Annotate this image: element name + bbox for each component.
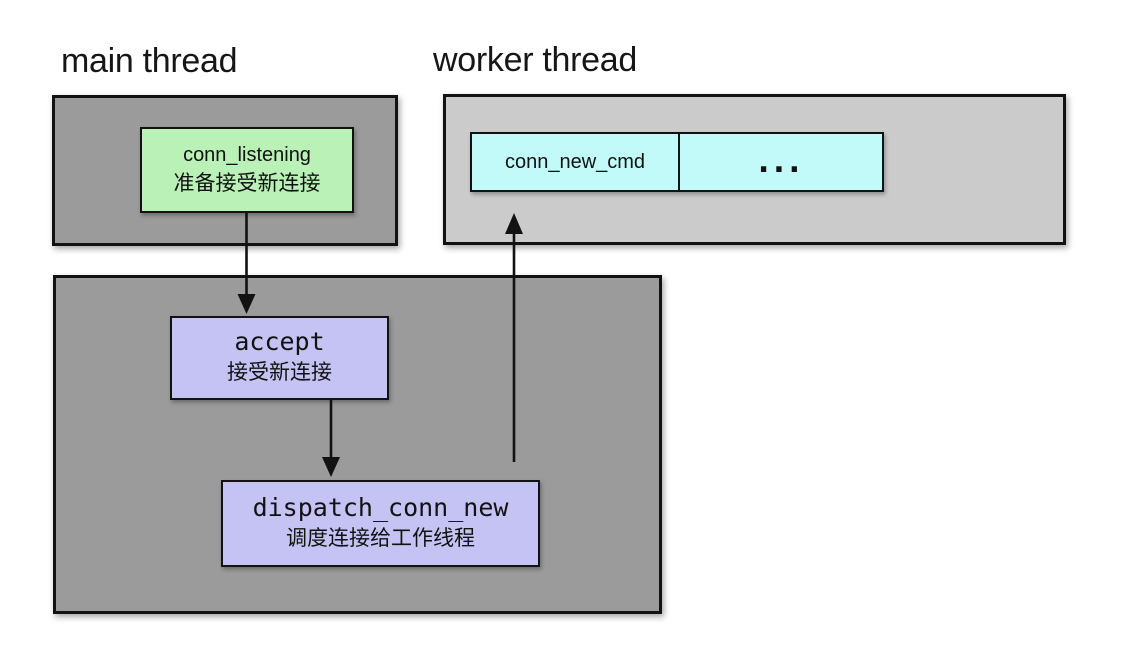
conn-listening-block: conn_listening 准备接受新连接 [140,127,354,213]
main-thread-title: main thread [61,42,238,80]
worker-connection-queue: conn_new_cmd ... [470,132,884,192]
accept-label: accept [234,327,325,357]
conn-listening-label: conn_listening [183,143,311,166]
dispatch-conn-new-desc: 调度连接给工作线程 [286,526,475,550]
dispatch-conn-new-block: dispatch_conn_new 调度连接给工作线程 [221,480,540,567]
accept-desc: 接受新连接 [227,361,332,385]
conn-new-cmd-label: conn_new_cmd [504,150,646,173]
worker-thread-title: worker thread [433,41,637,79]
queue-cell-ellipsis: ... [680,134,882,190]
queue-cell-conn-new-cmd: conn_new_cmd [472,134,680,190]
dispatch-conn-new-label: dispatch_conn_new [252,492,509,522]
conn-listening-desc: 准备接受新连接 [173,171,321,195]
ellipsis-label: ... [757,144,805,180]
accept-block: accept 接受新连接 [170,316,389,400]
